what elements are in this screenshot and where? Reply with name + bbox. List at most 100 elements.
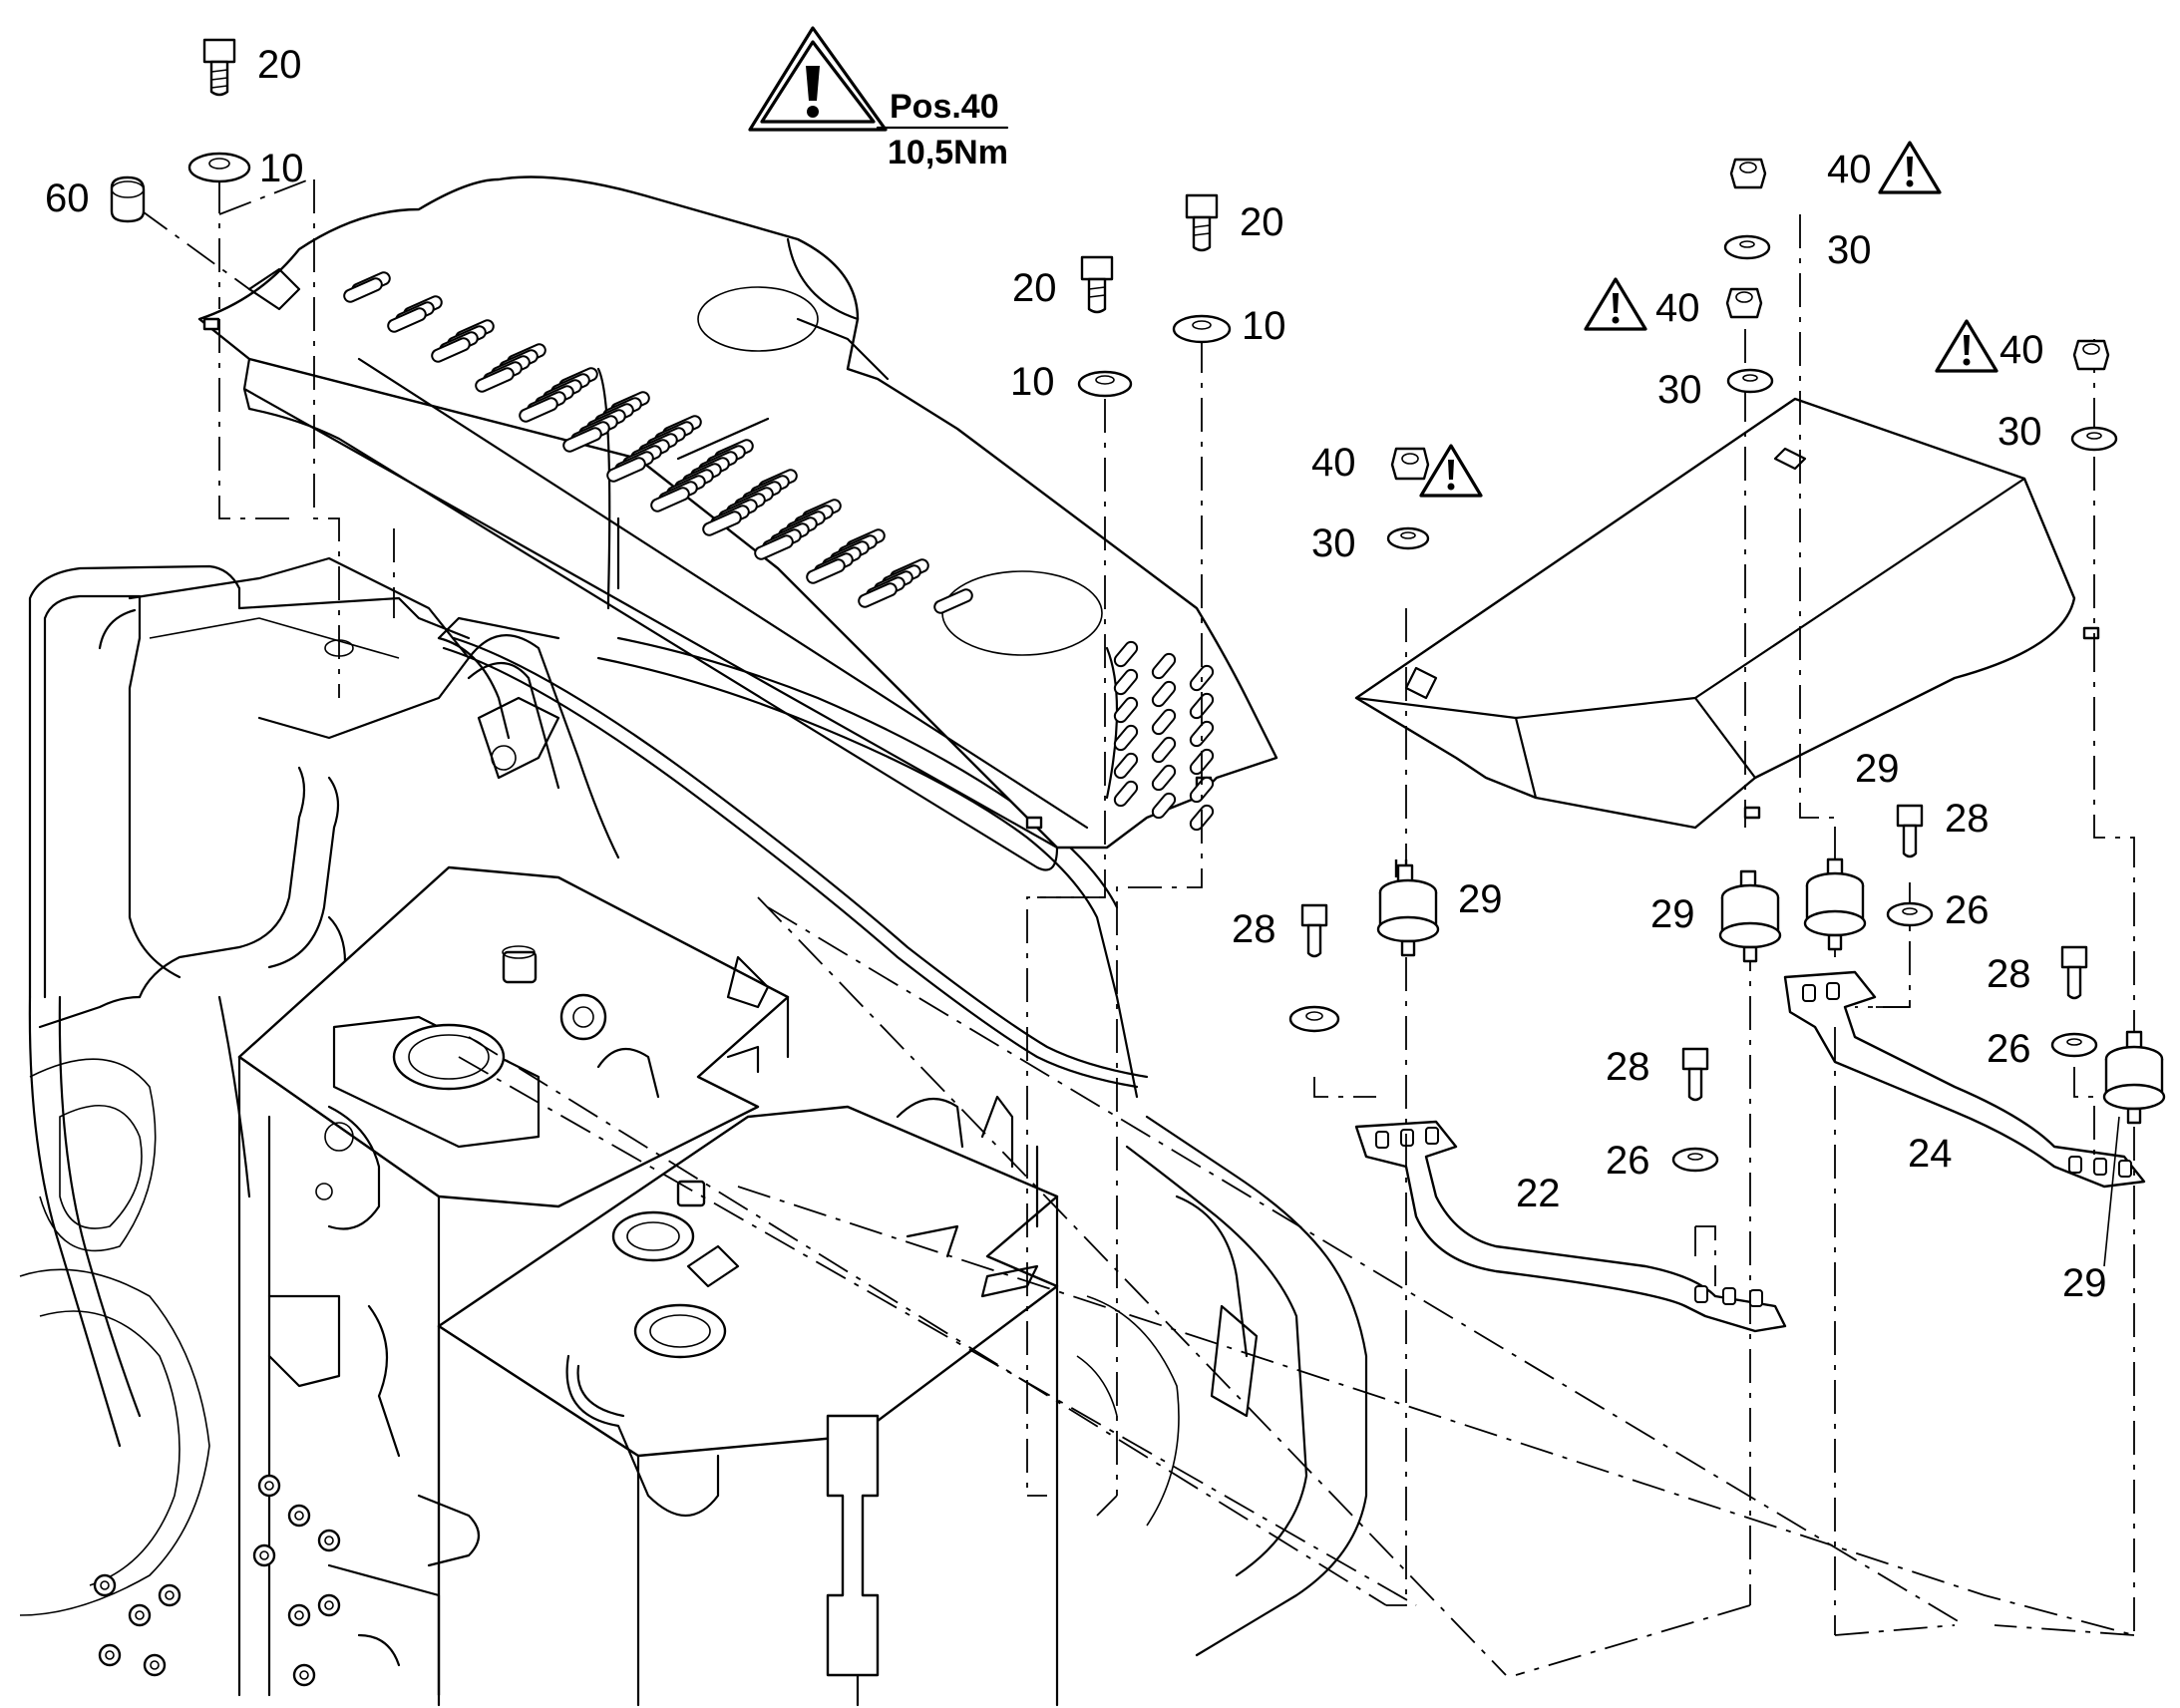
bolt-28-c	[2060, 945, 2088, 1000]
machine-frame	[19, 556, 1368, 1657]
callout-28: 28	[1232, 907, 1276, 951]
cover-slot	[1189, 776, 1215, 804]
torque-note-position: Pos.40	[890, 88, 999, 126]
washer-10-a	[187, 152, 251, 183]
rail-tube	[437, 636, 1149, 1089]
cover-slot	[858, 582, 898, 608]
callout-40: 40	[1999, 328, 2044, 372]
connector-stud-center	[324, 1536, 334, 1545]
connector-stud	[128, 1603, 152, 1627]
cover-slot	[754, 534, 794, 560]
callout-30: 30	[1311, 521, 1356, 565]
connector-stud	[287, 1504, 311, 1528]
callout-10: 10	[259, 147, 304, 190]
bolt-20-a	[202, 38, 236, 97]
callout-40: 40	[1311, 441, 1356, 485]
connector-stud	[292, 1663, 316, 1687]
bolt-28-a	[1300, 903, 1328, 958]
connector-stud-center	[299, 1670, 309, 1680]
callout-20: 20	[1012, 266, 1057, 310]
nut-40-c	[1725, 287, 1763, 319]
cover-slot	[1189, 720, 1215, 748]
connector-stud-center	[294, 1511, 304, 1521]
connector-stud-center	[135, 1610, 145, 1620]
cover-slot	[1113, 780, 1139, 808]
rubber-mount-29-c	[1803, 857, 1867, 951]
cover-slot	[1113, 696, 1139, 724]
cover-slot	[431, 337, 471, 363]
callout-29: 29	[1855, 747, 1900, 791]
cover-slot	[343, 277, 383, 303]
connector-stud	[93, 1573, 117, 1597]
callout-29: 29	[1650, 892, 1695, 936]
callout-28: 28	[1987, 952, 2031, 996]
bolt-20-c	[1185, 193, 1219, 219]
callout-26: 26	[1987, 1027, 2031, 1071]
callout-10: 10	[1010, 360, 1055, 404]
torque-note-value: 10,5Nm	[888, 134, 1008, 171]
callout-29: 29	[1458, 877, 1503, 921]
connector-stud-center	[105, 1650, 115, 1660]
connector-stud	[98, 1643, 122, 1667]
warning-triangle-icon	[1878, 141, 1942, 194]
connector-stud	[158, 1583, 182, 1607]
callout-28: 28	[1606, 1045, 1650, 1089]
cover-slot	[1151, 680, 1177, 708]
connector-stud-center	[165, 1590, 175, 1600]
bolt-28-b	[1896, 804, 1924, 858]
cover-slot	[606, 457, 646, 483]
cover-slot	[1151, 652, 1177, 680]
cover-slots	[343, 271, 1215, 832]
warning-triangle-icon	[1584, 277, 1647, 331]
warning-triangle-icon	[1419, 444, 1483, 498]
cover-slot	[1151, 708, 1177, 736]
callout-29: 29	[2062, 1261, 2107, 1305]
torque-note: Pos.40 10,5Nm	[748, 26, 1009, 171]
cover-slot	[1151, 736, 1177, 764]
warning-triangle-icon	[748, 26, 888, 132]
rubber-mount-29-b	[1718, 869, 1782, 963]
connector-stud	[317, 1529, 341, 1552]
connector-stud	[257, 1474, 281, 1498]
callout-28: 28	[1945, 797, 1990, 841]
connector-stud-center	[294, 1610, 304, 1620]
callout-30: 30	[1657, 368, 1702, 412]
rubber-mount-29-d	[2102, 1030, 2166, 1125]
plug-60	[110, 175, 146, 223]
callout-30: 30	[1998, 410, 2042, 454]
connector-stud-center	[264, 1481, 274, 1491]
callout-26: 26	[1606, 1139, 1650, 1183]
connector-stud-center	[150, 1660, 160, 1670]
cover-slot	[475, 367, 515, 393]
cover-slot	[702, 511, 742, 536]
callout-40: 40	[1655, 286, 1700, 330]
callout-30: 30	[1827, 228, 1872, 272]
connector-stud-center	[100, 1580, 110, 1590]
bracket-22	[1354, 1120, 1787, 1333]
connector-stud	[252, 1543, 276, 1567]
washer-26-a	[1288, 1005, 1340, 1033]
cover-slot	[1113, 668, 1139, 696]
connector-stud-center	[324, 1600, 334, 1610]
hardware	[110, 38, 2166, 1173]
callout-40: 40	[1827, 148, 1872, 191]
nut-40-b	[1729, 158, 1767, 189]
callout-24: 24	[1908, 1132, 1953, 1176]
callout-labels: 20 10 60 20 10 20 10 40 30 40 30 40 30 4…	[45, 43, 2107, 1305]
bolt-20-b	[1080, 255, 1114, 281]
connector-stud	[143, 1653, 167, 1677]
callout-10: 10	[1242, 304, 1286, 348]
cover-slot	[387, 307, 427, 333]
cover-slot	[1113, 640, 1139, 668]
cover-slot	[650, 487, 690, 512]
cover-slot	[933, 588, 973, 614]
connector-stud	[317, 1593, 341, 1617]
callout-22: 22	[1516, 1172, 1561, 1215]
connector-stud-center	[259, 1550, 269, 1560]
cover-slot	[562, 427, 602, 453]
cover-slot	[1151, 792, 1177, 820]
right-cover	[1354, 397, 2100, 830]
leader-line-29	[2103, 1116, 2120, 1267]
